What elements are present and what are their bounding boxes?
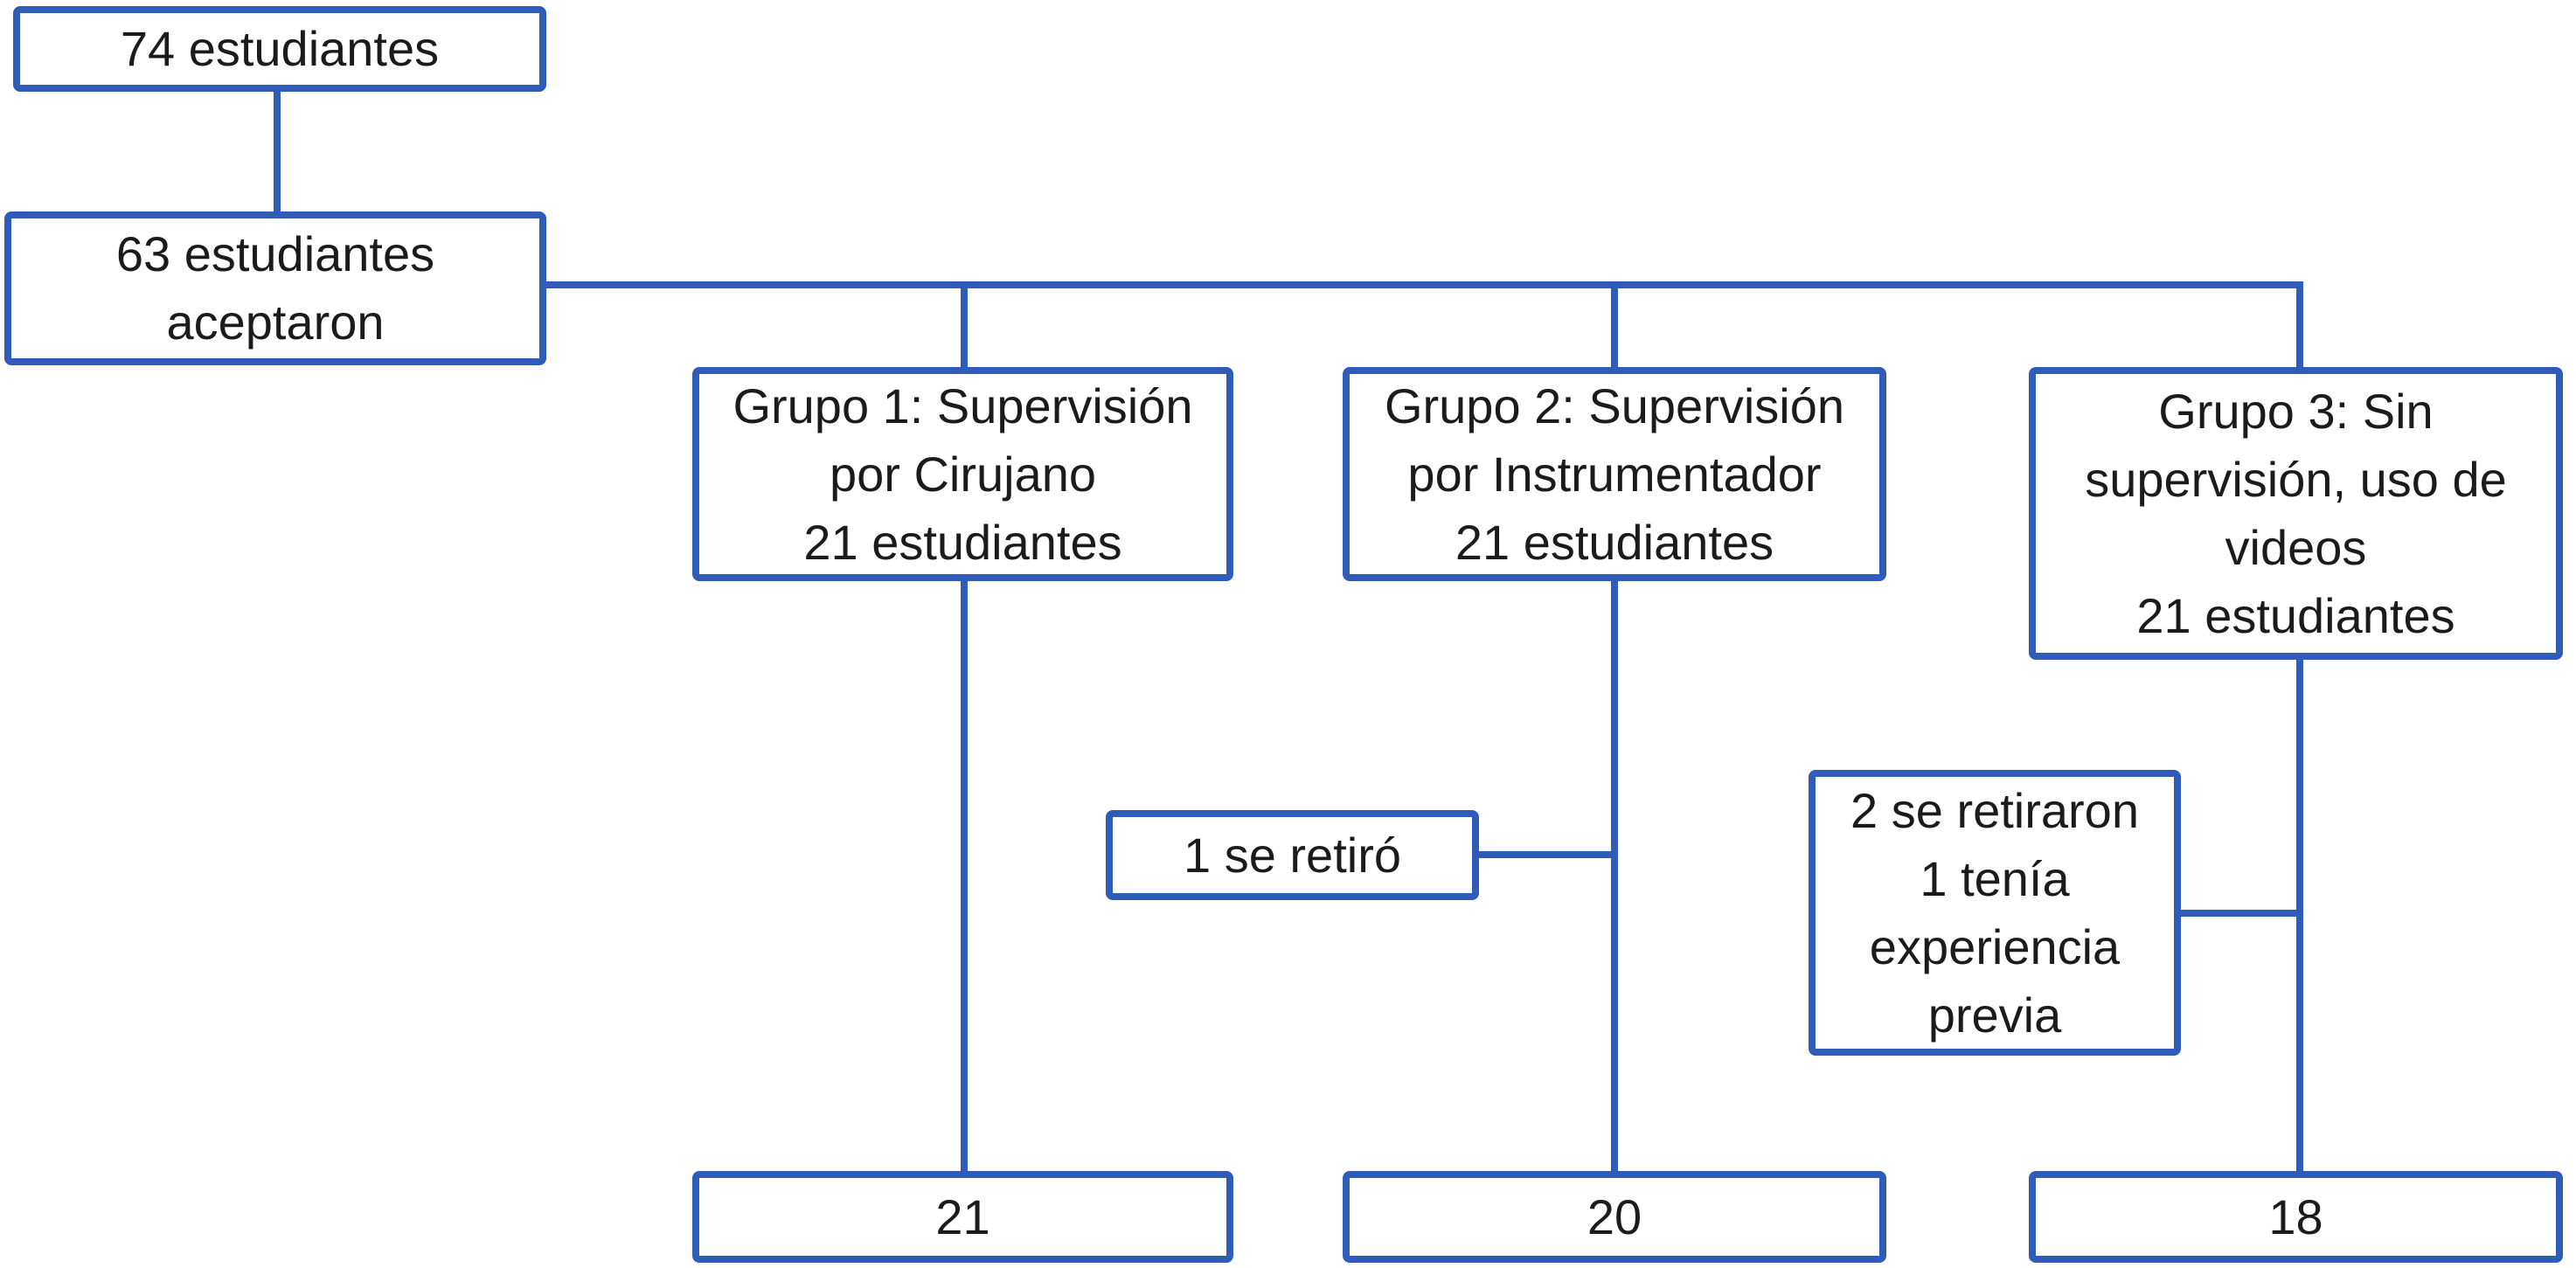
- flow-node-group2-final-count: 20: [1343, 1171, 1886, 1263]
- flow-node-group3-no-supervision-videos: Grupo 3: Sin supervisión, uso de videos …: [2029, 367, 2563, 660]
- flow-node-group1-surgeon-supervision: Grupo 1: Supervisión por Cirujano 21 est…: [692, 367, 1233, 581]
- connector-branch-to-group1: [961, 288, 968, 367]
- connector-group2-to-final: [1611, 581, 1618, 1171]
- flow-node-group2-dropout: 1 se retiró: [1106, 810, 1479, 900]
- connector-branch-to-group2: [1611, 288, 1618, 367]
- connector-dropout-to-group2-line: [1479, 851, 1618, 858]
- connector-dropout-to-group3-line: [2181, 910, 2303, 917]
- connector-total-to-accepted: [274, 92, 281, 211]
- flow-node-group3-dropout: 2 se retiraron 1 tenía experiencia previ…: [1809, 770, 2181, 1056]
- connector-branch-horizontal: [543, 281, 2303, 288]
- connector-branch-to-group3: [2296, 288, 2303, 367]
- flow-node-accepted-students: 63 estudiantes aceptaron: [4, 211, 546, 365]
- connector-group1-to-final: [961, 581, 968, 1171]
- flow-node-group2-instrumentator-supervision: Grupo 2: Supervisión por Instrumentador …: [1343, 367, 1886, 581]
- flow-node-group1-final-count: 21: [692, 1171, 1233, 1263]
- flow-node-group3-final-count: 18: [2029, 1171, 2563, 1263]
- flow-node-total-students: 74 estudiantes: [13, 6, 546, 92]
